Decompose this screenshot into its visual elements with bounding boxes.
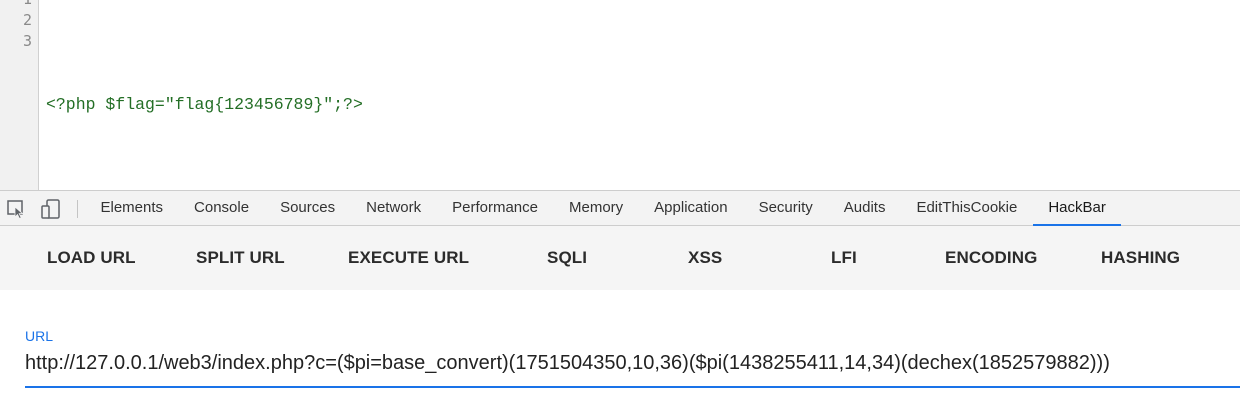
encoding-button[interactable]: ENCODING <box>945 248 1038 267</box>
line-number: 2 <box>22 11 32 29</box>
url-input-underline <box>25 386 1240 388</box>
tab-hackbar[interactable]: HackBar <box>1032 191 1122 226</box>
tab-security[interactable]: Security <box>758 199 813 216</box>
xss-button[interactable]: XSS <box>688 248 723 267</box>
sqli-button[interactable]: SQLI <box>547 248 588 267</box>
tab-console[interactable]: Console <box>194 199 250 216</box>
tab-performance[interactable]: Performance <box>452 199 538 216</box>
code-content: <?php $flag="flag{123456789}";?> <box>46 0 363 190</box>
tab-elements[interactable]: Elements <box>100 199 164 216</box>
tab-network[interactable]: Network <box>366 199 422 216</box>
tab-memory[interactable]: Memory <box>569 199 624 216</box>
tab-audits[interactable]: Audits <box>843 199 886 216</box>
line-number: 3 <box>22 32 32 50</box>
devtools-tabs: Elements Console Sources Network Perform… <box>85 191 1122 226</box>
line-number: 1 <box>0 0 32 10</box>
devtools-tab-bar: Elements Console Sources Network Perform… <box>0 190 1240 226</box>
tab-editthiscookie[interactable]: EditThisCookie <box>916 199 1018 216</box>
split-url-button[interactable]: SPLIT URL <box>196 248 285 267</box>
toolbar-divider <box>77 200 78 218</box>
execute-url-button[interactable]: EXECUTE URL <box>348 248 470 267</box>
code-line <box>46 157 363 178</box>
url-label: URL <box>25 328 54 344</box>
load-url-button[interactable]: LOAD URL <box>47 248 136 267</box>
code-line <box>46 31 363 52</box>
hashing-button[interactable]: HASHING <box>1101 248 1181 267</box>
source-viewer: 1 2 3 <?php $flag="flag{123456789}";?> <box>0 0 1240 190</box>
line-number-gutter: 1 2 3 <box>0 0 39 190</box>
url-input[interactable]: http://127.0.0.1/web3/index.php?c=($pi=b… <box>25 352 1110 374</box>
code-line: <?php $flag="flag{123456789}";?> <box>46 95 363 114</box>
device-toolbar-icon[interactable] <box>40 198 62 220</box>
tab-application[interactable]: Application <box>654 199 728 216</box>
url-field[interactable]: URL http://127.0.0.1/web3/index.php?c=($… <box>0 290 1240 405</box>
hackbar-toolbar: LOAD URL SPLIT URL EXECUTE URL SQLI XSS … <box>0 226 1240 290</box>
line-numbers: 1 2 3 <box>0 0 32 52</box>
lfi-button[interactable]: LFI <box>831 248 857 267</box>
tab-sources[interactable]: Sources <box>280 199 336 216</box>
inspect-element-icon[interactable] <box>6 198 28 220</box>
